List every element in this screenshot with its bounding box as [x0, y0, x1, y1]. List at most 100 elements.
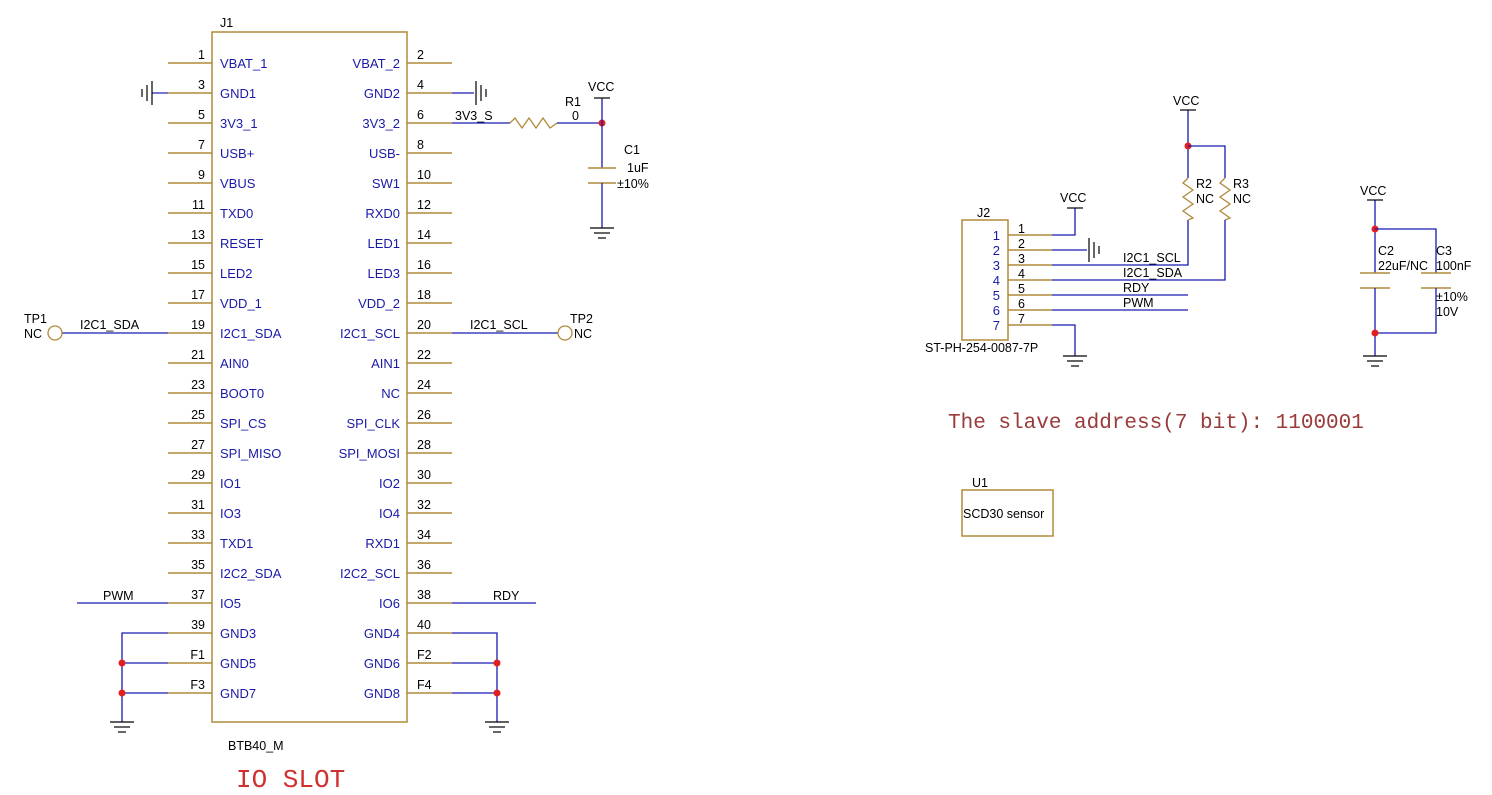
j1-pin-label: SPI_MOSI: [339, 446, 400, 461]
r1-c1-circuit: 3V3_S R1 0 VCC C1 1uF ±10%: [452, 80, 649, 239]
j1-pin-number: 35: [191, 558, 205, 572]
j1-pin-label: VBAT_2: [353, 56, 400, 71]
j1-pin-label: I2C1_SDA: [220, 326, 282, 341]
j1-pin-label: LED3: [367, 266, 400, 281]
c3-ref: C3: [1436, 244, 1452, 258]
j2-net-scl: I2C1_SCL: [1123, 251, 1181, 265]
j1-pin-label: TXD0: [220, 206, 253, 221]
gnd1-ground-icon: [141, 81, 168, 105]
junction-dot: [493, 689, 501, 697]
c2-vcc-label: VCC: [1360, 184, 1386, 198]
j1-pin-number: 30: [417, 468, 431, 482]
j1-pin-number: 31: [191, 498, 205, 512]
j1-pin-label: GND5: [220, 656, 256, 671]
j1-pin-label: GND4: [364, 626, 400, 641]
j1-part: BTB40_M: [228, 739, 284, 753]
j1-pin-label: BOOT0: [220, 386, 264, 401]
io-slot-title: IO SLOT: [236, 765, 345, 795]
j1-pin-label: I2C1_SCL: [340, 326, 400, 341]
r2-r3-pullups: VCC R2 NC R3 NC: [1173, 94, 1251, 235]
u1-body: [961, 489, 1054, 537]
j1-pin-number: F3: [190, 678, 205, 692]
c3-volt: 10V: [1436, 305, 1459, 319]
j1-pin-number: 23: [191, 378, 205, 392]
j2-pin-number: 2: [1018, 237, 1025, 251]
tp2-circle: [557, 325, 573, 341]
j2-pin-number: 4: [1018, 267, 1025, 281]
j1-pin-label: LED1: [367, 236, 400, 251]
gnd2-ground-icon: [452, 81, 487, 105]
j1-pin-label: VBUS: [220, 176, 256, 191]
j2-pin-label: 7: [993, 318, 1000, 333]
r3-resistor: [1218, 177, 1232, 221]
r2-resistor: [1181, 177, 1195, 221]
j2-pin-number: 1: [1018, 222, 1025, 236]
j1-pin-number: 10: [417, 168, 431, 182]
j2-pin-label: 6: [993, 303, 1000, 318]
c1-tol: ±10%: [617, 177, 649, 191]
net-pwm: PWM: [103, 589, 134, 603]
j1-pin-number: 9: [198, 168, 205, 182]
net-i2c1-scl-right: I2C1_SCL: [470, 318, 528, 332]
right-ground-bus: [452, 632, 509, 733]
r1-resistor: [509, 116, 558, 130]
j1-pin-label: I2C2_SDA: [220, 566, 282, 581]
j2-pin-number: 7: [1018, 312, 1025, 326]
r3-value: NC: [1233, 192, 1251, 206]
net-i2c1-sda-left: I2C1_SDA: [80, 318, 140, 332]
j1-pin-number: 16: [417, 258, 431, 272]
c2-value: 22uF/NC: [1378, 259, 1428, 273]
j1-pin-label: TXD1: [220, 536, 253, 551]
left-ground-bus: [110, 632, 168, 733]
c2-ref: C2: [1378, 244, 1394, 258]
j1-pin-label: GND3: [220, 626, 256, 641]
ground-icon: [1363, 355, 1387, 367]
j2-pin-number: 3: [1018, 252, 1025, 266]
junction-dot: [1371, 329, 1379, 337]
j1-pin-number: 17: [191, 288, 205, 302]
j1-pin-label: IO4: [379, 506, 400, 521]
j1-body: [211, 31, 408, 723]
j1-pin-number: 36: [417, 558, 431, 572]
j1-pin-number: 12: [417, 198, 431, 212]
j1-pin-number: 33: [191, 528, 205, 542]
j1-pin-number: 4: [417, 78, 424, 92]
j1-pin-number: 20: [417, 318, 431, 332]
j1-pin-label: I2C2_SCL: [340, 566, 400, 581]
ground-icon: [1063, 355, 1087, 367]
j1-pin-number: 7: [198, 138, 205, 152]
j1-pin-number: 26: [417, 408, 431, 422]
j1-pin-number: 32: [417, 498, 431, 512]
j1-pin-number: 18: [417, 288, 431, 302]
j1-pin-label: USB+: [220, 146, 254, 161]
vcc-label: VCC: [588, 80, 614, 94]
j1-pin-number: 5: [198, 108, 205, 122]
j1-pin-label: GND8: [364, 686, 400, 701]
j1-pin-number: 3: [198, 78, 205, 92]
j1-pin-label: IO2: [379, 476, 400, 491]
j2-net-sda: I2C1_SDA: [1123, 266, 1183, 280]
j1-pin-number: 34: [417, 528, 431, 542]
j1-pin-label: SPI_CLK: [347, 416, 401, 431]
j1-pin-number: 1: [198, 48, 205, 62]
j1-pin-number: 39: [191, 618, 205, 632]
j1-pin-number: 11: [192, 198, 205, 212]
net-3v3-s: 3V3_S: [455, 109, 493, 123]
j1-pin-label: RXD0: [365, 206, 400, 221]
j2-body: [961, 219, 1009, 341]
j1-pin-label: VDD_1: [220, 296, 262, 311]
j1-pin-label: IO6: [379, 596, 400, 611]
j1-pin-label: SPI_MISO: [220, 446, 281, 461]
tp1-circle: [47, 325, 63, 341]
ground-icon: [590, 227, 614, 239]
j1-pin-label: IO1: [220, 476, 241, 491]
j2-pin-label: 3: [993, 258, 1000, 273]
j1-pin-label: 3V3_2: [362, 116, 400, 131]
j1-pin-label: RESET: [220, 236, 263, 251]
j2-pin-label: 4: [993, 273, 1000, 288]
j1-pin-label: AIN0: [220, 356, 249, 371]
j1-pin-number: 38: [417, 588, 431, 602]
c2-c3-decoupling: VCC C2 22uF/NC C3 100nF ±10% 10V: [1360, 184, 1472, 367]
